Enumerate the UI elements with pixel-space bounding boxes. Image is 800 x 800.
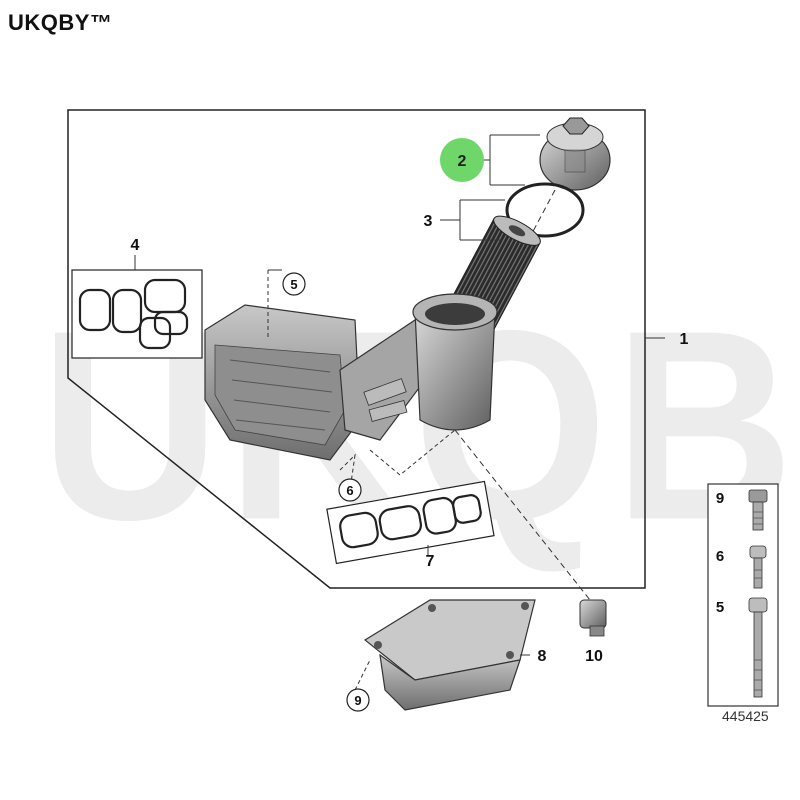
gasket-set-upper <box>78 278 189 350</box>
callout-5: 5 <box>290 277 297 292</box>
assembly-frame <box>67 109 646 589</box>
callout-2: 2 <box>458 153 467 170</box>
callout-9-circle <box>346 688 370 712</box>
legend-label-5: 5 <box>716 599 724 616</box>
brand-logo: UKQBY™ <box>8 10 113 35</box>
oil-filter-housing <box>204 293 498 461</box>
callout-7: 7 <box>426 553 435 570</box>
leader-lines <box>134 134 665 691</box>
callout-3: 3 <box>424 213 433 230</box>
callout-4: 4 <box>131 237 140 254</box>
legend-label-9: 9 <box>716 490 724 507</box>
callout-8: 8 <box>538 648 547 665</box>
bolt-9-icon <box>748 489 768 531</box>
callout-10: 10 <box>585 648 603 665</box>
bolt-5-icon <box>748 597 768 698</box>
diagram-reference-number: 445425 <box>722 708 769 724</box>
gasket-set-lower <box>326 480 495 565</box>
callout-9: 9 <box>354 693 361 708</box>
o-ring-large <box>505 182 585 238</box>
fastener-legend-panel <box>707 483 779 707</box>
callout-1: 1 <box>680 331 689 348</box>
filter-cap <box>539 117 611 191</box>
callout-6: 6 <box>346 483 353 498</box>
gasket-set-box <box>71 269 203 359</box>
callout-6-circle <box>338 478 362 502</box>
callout-2-highlight <box>440 138 484 182</box>
oil-pressure-sensor <box>454 429 607 637</box>
callout-5-circle <box>282 272 306 296</box>
heat-exchanger <box>363 599 536 711</box>
legend-label-6: 6 <box>716 548 724 565</box>
bolt-6-icon <box>749 545 767 589</box>
